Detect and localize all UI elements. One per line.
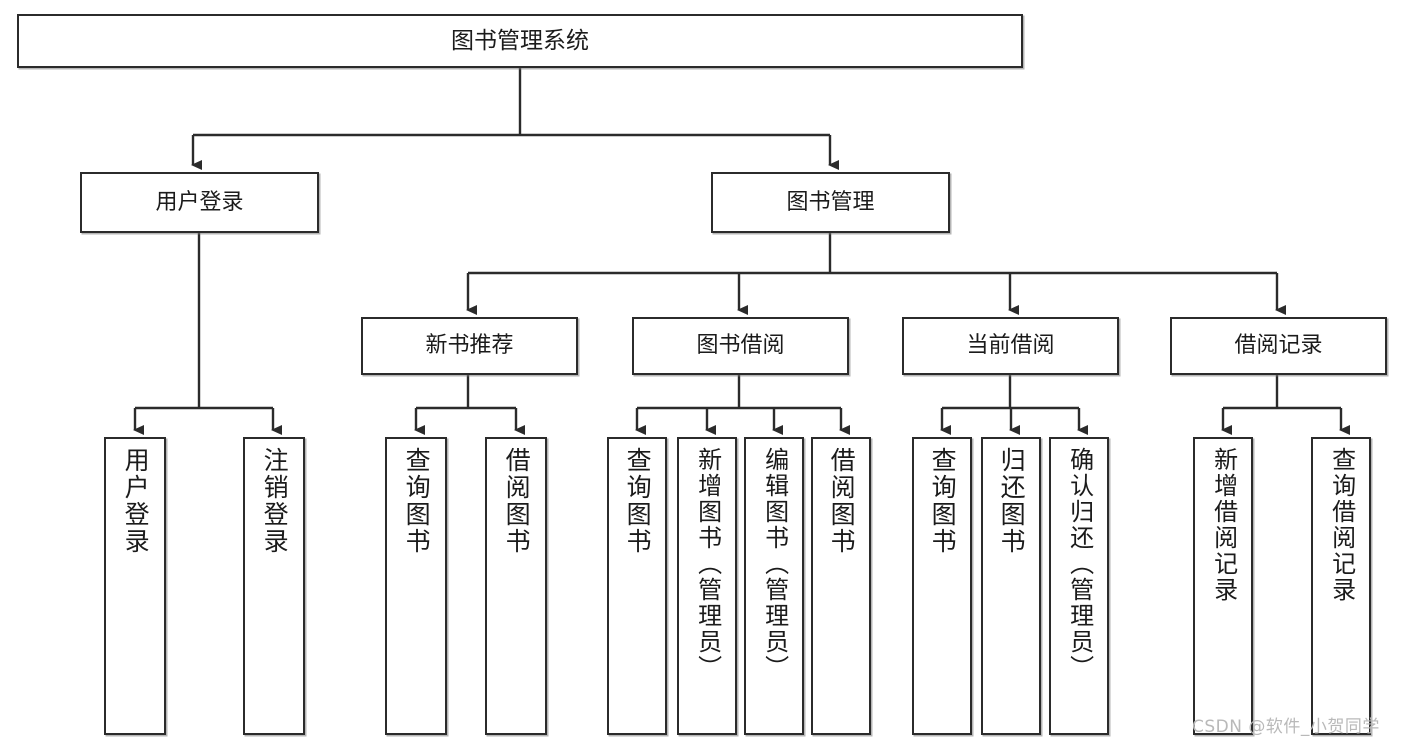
leaf-logout[interactable]: 注销登录 xyxy=(243,437,305,735)
node-label: 新书推荐 xyxy=(425,333,514,359)
leaf-borrow-book[interactable]: 借阅图书 xyxy=(811,437,871,735)
node-new-book-recommend[interactable]: 新书推荐 xyxy=(361,317,578,375)
node-label: 借阅图书 xyxy=(827,447,857,555)
leaf-edit-book-admin[interactable]: 编辑图书（管理员） xyxy=(744,437,804,735)
leaf-borrow-book-recommend[interactable]: 借阅图书 xyxy=(485,437,547,735)
node-label: 图书借阅 xyxy=(696,333,785,359)
watermark-text: CSDN @软件_小贺同学 xyxy=(1192,717,1380,737)
leaf-add-borrow-record[interactable]: 新增借阅记录 xyxy=(1193,437,1253,735)
node-label: 注销登录 xyxy=(260,447,290,555)
node-label: 借阅记录 xyxy=(1234,333,1323,359)
leaf-query-book-borrow[interactable]: 查询图书 xyxy=(607,437,667,735)
node-label: 归还图书 xyxy=(997,447,1027,555)
leaf-query-book-recommend[interactable]: 查询图书 xyxy=(385,437,447,735)
node-label: 图书管理 xyxy=(786,189,875,215)
leaf-return-book[interactable]: 归还图书 xyxy=(981,437,1041,735)
node-borrow-record[interactable]: 借阅记录 xyxy=(1170,317,1387,375)
leaf-add-book-admin[interactable]: 新增图书（管理员） xyxy=(677,437,737,735)
node-label: 新增借阅记录 xyxy=(1209,447,1238,603)
leaf-query-borrow-record[interactable]: 查询借阅记录 xyxy=(1311,437,1371,735)
node-label: 用户登录 xyxy=(121,447,151,555)
node-label: 用户登录 xyxy=(155,189,244,215)
node-label: 借阅图书 xyxy=(502,447,532,555)
node-label: 确认归还（管理员） xyxy=(1065,447,1094,681)
node-label: 图书管理系统 xyxy=(451,27,589,54)
leaf-confirm-return-admin[interactable]: 确认归还（管理员） xyxy=(1049,437,1109,735)
node-root-book-management-system[interactable]: 图书管理系统 xyxy=(17,14,1023,68)
node-label: 当前借阅 xyxy=(966,333,1055,359)
node-label: 新增图书（管理员） xyxy=(693,447,722,681)
node-label: 查询图书 xyxy=(402,447,432,555)
node-user-login[interactable]: 用户登录 xyxy=(80,172,319,233)
leaf-query-book-current[interactable]: 查询图书 xyxy=(912,437,972,735)
node-label: 查询借阅记录 xyxy=(1327,447,1356,603)
leaf-user-login[interactable]: 用户登录 xyxy=(104,437,166,735)
node-label: 编辑图书（管理员） xyxy=(760,447,789,681)
node-label: 查询图书 xyxy=(928,447,958,555)
node-book-management[interactable]: 图书管理 xyxy=(711,172,950,233)
node-label: 查询图书 xyxy=(623,447,653,555)
node-current-borrow[interactable]: 当前借阅 xyxy=(902,317,1119,375)
node-book-borrow[interactable]: 图书借阅 xyxy=(632,317,849,375)
